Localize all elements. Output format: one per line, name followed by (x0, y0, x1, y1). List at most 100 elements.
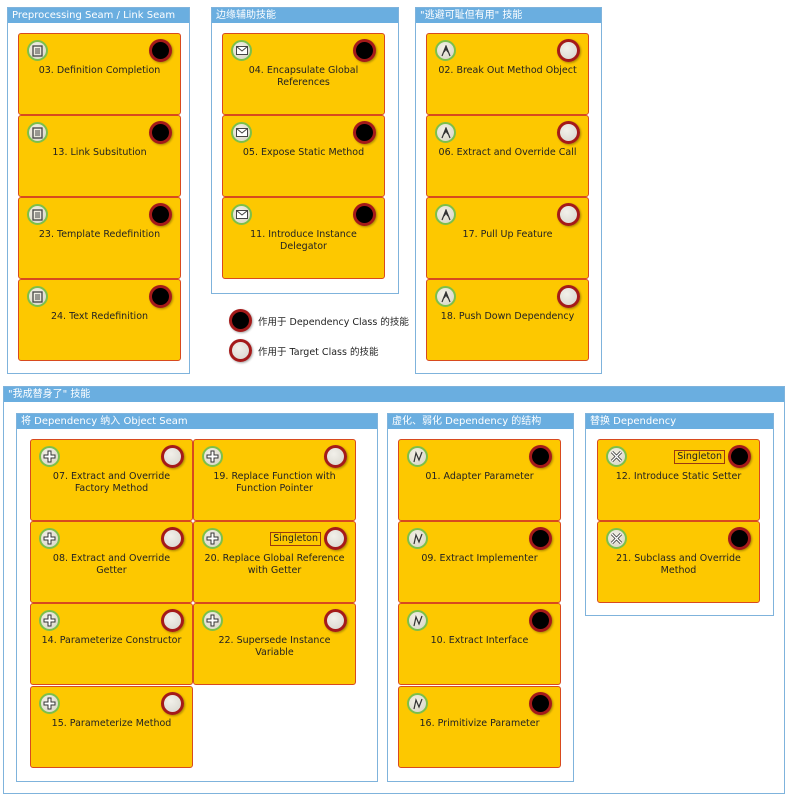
document-icon (27, 40, 48, 61)
dependency-class-marker-icon (728, 445, 751, 468)
technique-card[interactable]: 19. Replace Function with Function Point… (193, 439, 356, 521)
group-title: 边缘辅助技能 (212, 8, 398, 23)
card-label: 02. Break Out Method Object (438, 65, 577, 76)
zigzag-icon (407, 693, 428, 714)
target-class-marker-icon (161, 692, 184, 715)
card-label: 09. Extract Implementer (421, 553, 538, 564)
card-label: 22. Supersede Instance Variable (218, 635, 331, 658)
technique-card[interactable]: 11. Introduce Instance Delegator (222, 197, 385, 279)
dependency-class-marker-icon (149, 203, 172, 226)
x-icon (606, 528, 627, 549)
technique-card[interactable]: 16. Primitivize Parameter (398, 686, 561, 768)
target-class-marker-icon (161, 445, 184, 468)
card-label: 10. Extract Interface (430, 635, 529, 646)
document-icon (27, 286, 48, 307)
card-label: 01. Adapter Parameter (425, 471, 534, 482)
target-class-marker-icon (324, 445, 347, 468)
group-title: 虚化、弱化 Dependency 的结构 (388, 414, 573, 429)
group-title: Preprocessing Seam / Link Seam (8, 8, 189, 23)
card-label: 04. Encapsulate Global References (248, 65, 359, 88)
caret-icon (435, 286, 456, 307)
technique-card[interactable]: 01. Adapter Parameter (398, 439, 561, 521)
target-class-marker-icon (557, 203, 580, 226)
zigzag-icon (407, 610, 428, 631)
technique-card[interactable]: 03. Definition Completion (18, 33, 181, 115)
card-label: 03. Definition Completion (38, 65, 161, 76)
dependency-class-marker-icon (529, 445, 552, 468)
technique-card[interactable]: 07. Extract and Override Factory Method (30, 439, 193, 521)
plus-icon (39, 693, 60, 714)
dependency-class-marker-icon (529, 692, 552, 715)
singleton-badge: Singleton (674, 450, 725, 464)
group-title: 替换 Dependency (586, 414, 773, 429)
zigzag-icon (407, 446, 428, 467)
card-label: 19. Replace Function with Function Point… (213, 471, 336, 494)
card-label: 06. Extract and Override Call (438, 147, 577, 158)
technique-card[interactable]: 08. Extract and Override Getter (30, 521, 193, 603)
plus-icon (39, 446, 60, 467)
legend-label: 作用于 Dependency Class 的技能 (258, 316, 409, 328)
target-class-marker-icon (557, 285, 580, 308)
caret-icon (435, 122, 456, 143)
plus-icon (39, 528, 60, 549)
plus-icon (202, 610, 223, 631)
technique-card[interactable]: 02. Break Out Method Object (426, 33, 589, 115)
technique-card[interactable]: 15. Parameterize Method (30, 686, 193, 768)
envelope-icon (231, 40, 252, 61)
zigzag-icon (407, 528, 428, 549)
technique-card[interactable]: 17. Pull Up Feature (426, 197, 589, 279)
group-title: "逃避可耻但有用" 技能 (416, 8, 601, 23)
group-title: 将 Dependency 纳入 Object Seam (17, 414, 377, 429)
target-class-marker-icon (161, 527, 184, 550)
card-label: 18. Push Down Dependency (440, 311, 575, 322)
card-label: 12. Introduce Static Setter (615, 471, 742, 482)
plus-icon (202, 528, 223, 549)
technique-card[interactable]: 10. Extract Interface (398, 603, 561, 685)
technique-card[interactable]: 13. Link Subsitution (18, 115, 181, 197)
card-label: 11. Introduce Instance Delegator (250, 229, 357, 252)
technique-card[interactable]: 14. Parameterize Constructor (30, 603, 193, 685)
card-label: 20. Replace Global Reference with Getter (204, 553, 345, 576)
dependency-class-marker-icon (353, 203, 376, 226)
legend-label: 作用于 Target Class 的技能 (258, 346, 379, 358)
envelope-icon (231, 122, 252, 143)
technique-card[interactable]: 23. Template Redefinition (18, 197, 181, 279)
card-label: 08. Extract and Override Getter (52, 553, 171, 576)
dependency-class-marker-icon (149, 121, 172, 144)
card-label: 16. Primitivize Parameter (419, 718, 540, 729)
technique-card[interactable]: Singleton 12. Introduce Static Setter (597, 439, 760, 521)
dependency-class-marker-icon (149, 39, 172, 62)
plus-icon (39, 610, 60, 631)
dependency-class-marker-icon (353, 121, 376, 144)
target-class-marker-icon (557, 39, 580, 62)
document-icon (27, 122, 48, 143)
card-label: 05. Expose Static Method (242, 147, 365, 158)
technique-card[interactable]: 21. Subclass and Override Method (597, 521, 760, 603)
envelope-icon (231, 204, 252, 225)
technique-card[interactable]: 05. Expose Static Method (222, 115, 385, 197)
dependency-class-marker-icon (353, 39, 376, 62)
dependency-class-marker-icon (728, 527, 751, 550)
card-label: 13. Link Subsitution (52, 147, 147, 158)
technique-card[interactable]: 24. Text Redefinition (18, 279, 181, 361)
technique-card[interactable]: 18. Push Down Dependency (426, 279, 589, 361)
caret-icon (435, 40, 456, 61)
technique-card[interactable]: 09. Extract Implementer (398, 521, 561, 603)
card-label: 23. Template Redefinition (38, 229, 161, 240)
legend-item: 作用于 Target Class 的技能 (229, 339, 378, 362)
card-label: 14. Parameterize Constructor (41, 635, 182, 646)
card-label: 21. Subclass and Override Method (616, 553, 741, 576)
target-class-marker-icon (324, 609, 347, 632)
technique-card[interactable]: 22. Supersede Instance Variable (193, 603, 356, 685)
technique-card[interactable]: 06. Extract and Override Call (426, 115, 589, 197)
plus-icon (202, 446, 223, 467)
document-icon (27, 204, 48, 225)
dependency-class-marker-icon (149, 285, 172, 308)
card-label: 07. Extract and Override Factory Method (52, 471, 171, 494)
target-class-marker-icon (161, 609, 184, 632)
dependency-class-marker-icon (529, 527, 552, 550)
technique-card[interactable]: 04. Encapsulate Global References (222, 33, 385, 115)
target-class-marker-icon (229, 339, 252, 362)
x-icon (606, 446, 627, 467)
